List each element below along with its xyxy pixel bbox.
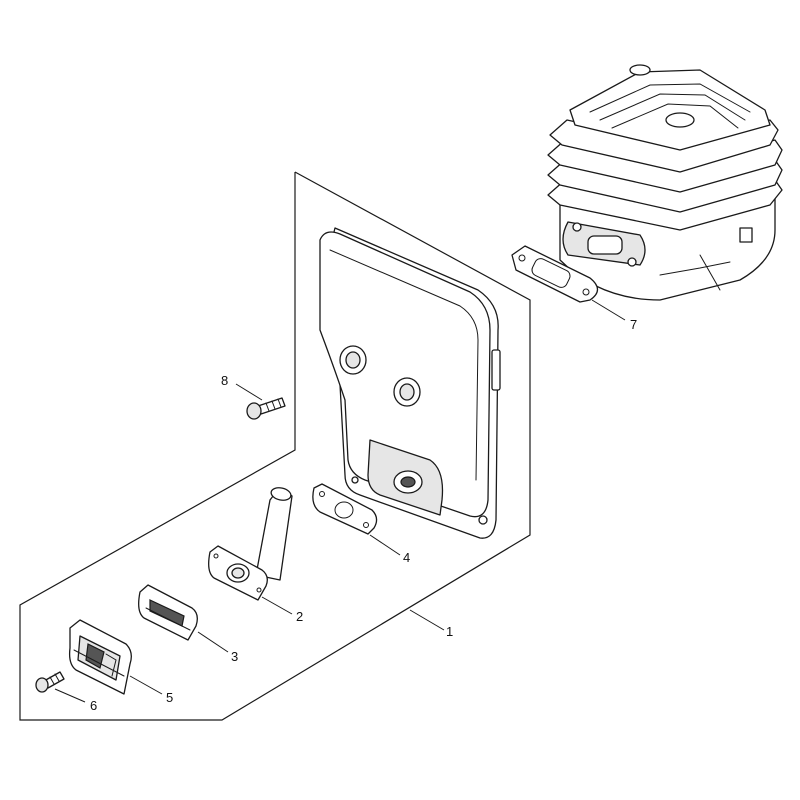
leader-2 (261, 596, 293, 615)
leader-5 (129, 675, 163, 695)
callout-1: 1 (446, 624, 453, 639)
leader-8 (235, 383, 263, 401)
callout-8: 8 (221, 373, 228, 388)
callout-7: 7 (630, 317, 637, 332)
cylinder (547, 64, 783, 301)
callout-3: 3 (231, 649, 238, 664)
leader-6 (54, 688, 86, 703)
callout-5: 5 (166, 690, 173, 705)
spark-arrestor (138, 584, 198, 641)
assembly-frame (19, 171, 531, 721)
leader-1 (409, 609, 445, 631)
muffler (319, 227, 501, 539)
leader-4 (369, 534, 401, 556)
callout-6: 6 (90, 698, 97, 713)
exhaust-pipe (208, 487, 293, 601)
callout-4: 4 (403, 550, 410, 565)
exhaust-gasket (511, 245, 599, 303)
deflector-cover (68, 619, 132, 695)
leader-3 (197, 631, 229, 653)
muffler-gasket (312, 483, 378, 535)
screw-large (246, 397, 286, 420)
leader-7 (591, 299, 626, 321)
screw-small (35, 671, 65, 693)
callout-2: 2 (296, 609, 303, 624)
